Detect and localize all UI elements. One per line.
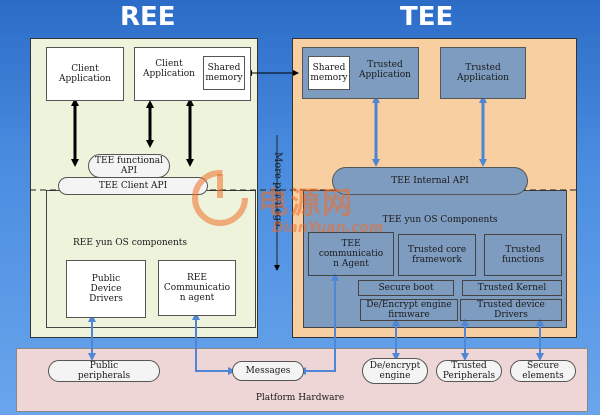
- public-peripherals-pill: [48, 360, 160, 382]
- trusted-application-2-box: Trusted Application: [440, 47, 526, 99]
- secure-elements-pill: [510, 360, 576, 382]
- crypto-engine-label: De/encrypt engine: [369, 361, 421, 381]
- ree-title: REE: [120, 2, 176, 32]
- client-application-2-label: Client Application: [143, 59, 195, 79]
- trusted-peripherals-label: Trusted Peripherals: [442, 361, 496, 381]
- tee-os-components-label: TEE yun OS Components: [382, 215, 498, 225]
- tee-functional-api-pill: [88, 154, 170, 178]
- client-application-1-box: Client Application: [46, 47, 124, 101]
- trusted-functions-box: Trusted functions: [484, 234, 562, 276]
- tee-client-api-label: TEE Client API: [98, 181, 168, 191]
- tee-communication-agent-box: TEE communicatio n Agent: [308, 232, 394, 276]
- trusted-device-drivers-box: Trusted device Drivers: [460, 299, 562, 321]
- ree-os-components-label: REE yun OS components: [72, 238, 188, 248]
- public-peripherals-label: Public peripherals: [77, 361, 131, 381]
- secure-boot-box: Secure boot: [358, 280, 454, 296]
- trusted-kernel-box: Trusted Kernel: [462, 280, 562, 296]
- ree-shared-memory-box: Shared memory: [203, 56, 245, 90]
- trusted-application-1-label: Trusted Application: [359, 60, 411, 80]
- trusted-peripherals-pill: [436, 360, 502, 382]
- tee-agent-messages-arrow: [298, 273, 339, 375]
- public-device-drivers-box: Public Device Drivers: [66, 260, 146, 318]
- crypto-engine-pill: [362, 358, 428, 384]
- messages-pill: [232, 361, 304, 381]
- watermark-url: DianYuan.com: [272, 220, 384, 236]
- crypto-engine-firmware-box: De/Encrypt engine firmware: [360, 299, 458, 321]
- messages-label: Messages: [245, 366, 291, 376]
- tee-internal-api-label: TEE Internal API: [391, 176, 469, 186]
- ree-communication-agent-box: REE Communicatio n agent: [158, 260, 236, 316]
- watermark-logo-icon: [192, 170, 248, 226]
- more-privilege-label: More privilege: [272, 152, 283, 227]
- watermark-text-cn: 电源网: [258, 186, 354, 221]
- platform-hardware-label: Platform Hardware: [255, 393, 345, 403]
- tee-functional-api-label: TEE functional API: [95, 156, 163, 176]
- trusted-core-framework-box: Trusted core framework: [398, 234, 476, 276]
- tee-shared-memory-box: Shared memory: [308, 56, 350, 90]
- tee-title: TEE: [400, 2, 454, 32]
- ree-agent-messages-arrow: [192, 312, 236, 375]
- tee-client-api-pill: [58, 177, 208, 195]
- tee-internal-api-pill: [332, 167, 528, 195]
- secure-elements-label: Secure elements: [522, 361, 564, 381]
- tee-os-region: [303, 190, 567, 328]
